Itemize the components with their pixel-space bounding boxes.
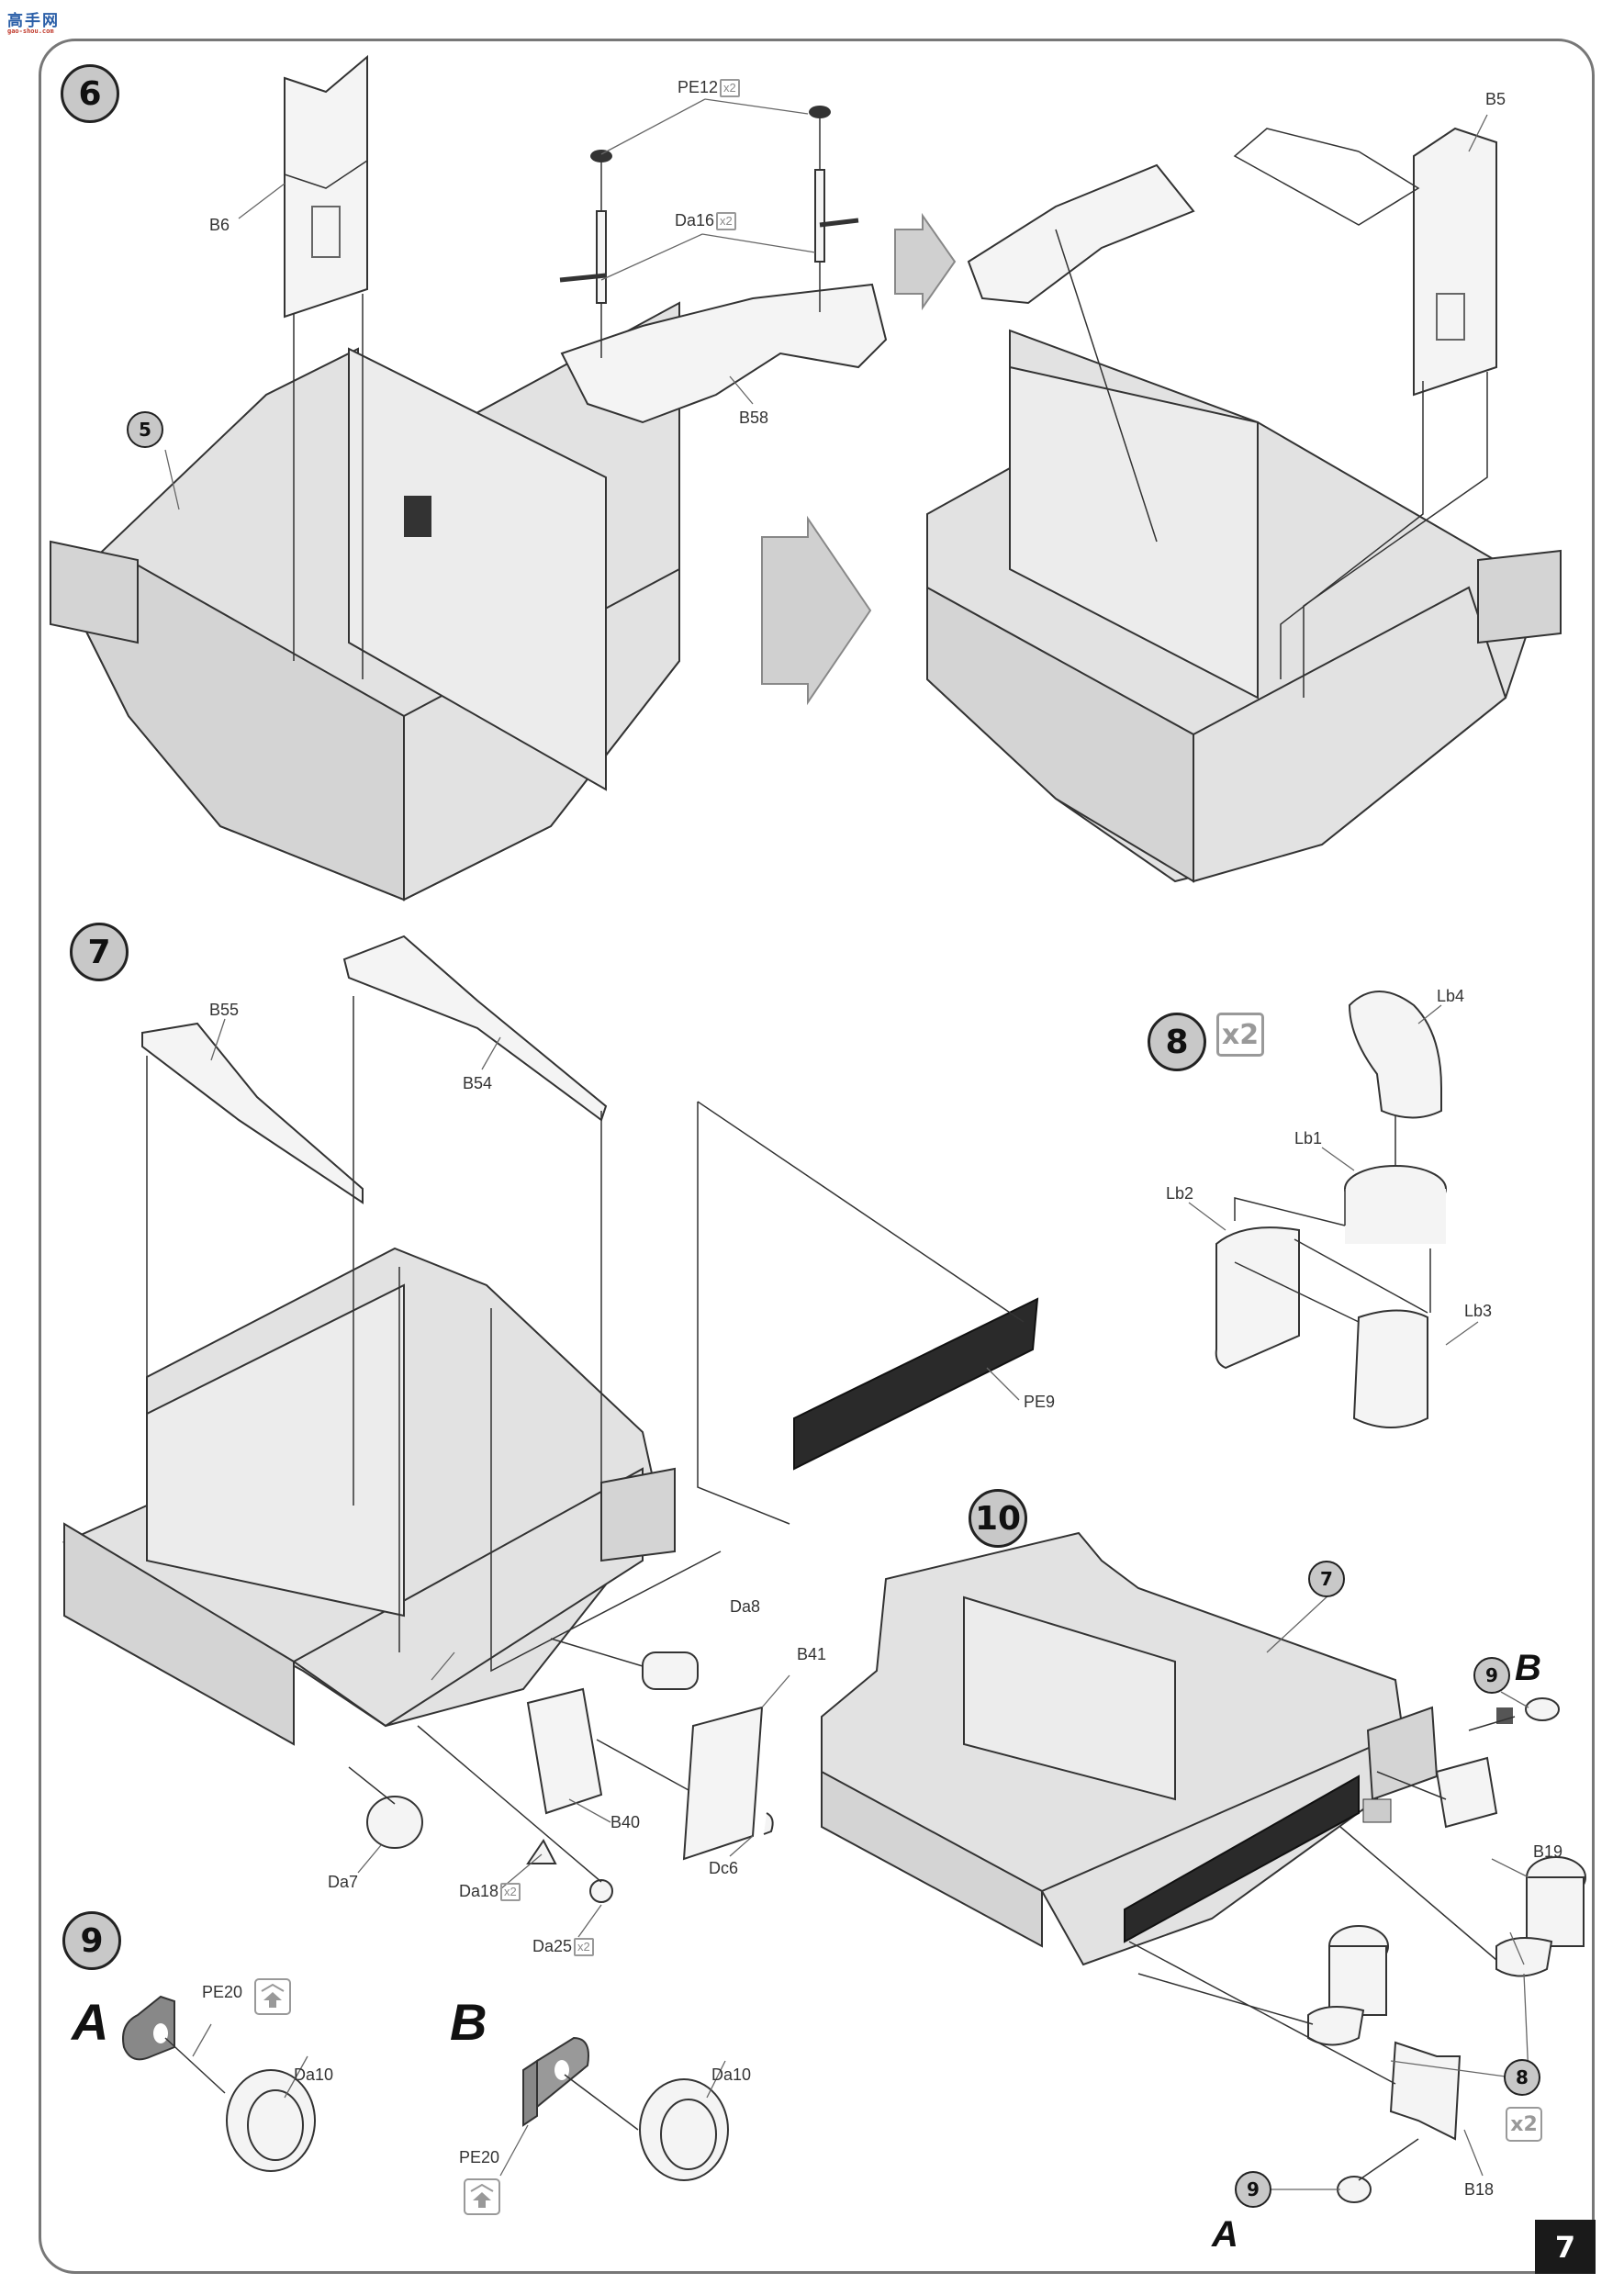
part-label-PE12-text: PE12: [678, 78, 719, 96]
page-number: 7: [1535, 2220, 1596, 2274]
variant-letter-A-ref: A: [1212, 2214, 1238, 2255]
quantity-badge: x2: [574, 1938, 594, 1957]
part-label-PE20-B: PE20: [459, 2148, 500, 2166]
bend-up-icon-glyph: [470, 2183, 494, 2208]
step-reference-5: 5: [127, 411, 163, 448]
step-number-7: 7: [70, 923, 129, 981]
part-label-Lb2: Lb2: [1166, 1184, 1194, 1203]
part-label-Da10-B: Da10: [711, 2066, 752, 2084]
part-label-Da25-text: Da25: [532, 1937, 573, 1955]
part-label-PE9: PE9: [1024, 1393, 1056, 1411]
step-reference-7: 7: [1308, 1561, 1345, 1597]
bend-up-icon: [254, 1978, 291, 2015]
part-label-B54: B54: [463, 1074, 493, 1092]
part-label-Lb4: Lb4: [1437, 987, 1465, 1005]
variant-letter-B: B: [450, 1993, 487, 2051]
step-reference-9a: 9: [1235, 2171, 1271, 2208]
part-label-Da7: Da7: [328, 1873, 359, 1891]
part-label-B19: B19: [1533, 1842, 1563, 1861]
variant-letter-A: A: [72, 1993, 109, 2051]
step7-small-parts: [348, 1638, 774, 1903]
step10-hull: [821, 1531, 1586, 2203]
part-label-B40: B40: [610, 1813, 641, 1831]
quantity-badge: x2: [716, 212, 736, 231]
arrow-large: [761, 515, 872, 706]
step6-hull-left: [50, 294, 680, 901]
part-label-Da8: Da8: [730, 1597, 761, 1616]
part-PE9-mesh: [793, 1297, 1039, 1471]
step-reference-8: 8: [1504, 2059, 1540, 2096]
watermark-chinese: 高手网: [7, 12, 60, 30]
quantity-badge-x2: x2: [1506, 2107, 1542, 2142]
part-label-Lb1: Lb1: [1294, 1129, 1323, 1148]
step-number-6: 6: [61, 64, 119, 123]
arrow-small: [894, 212, 957, 311]
bend-up-icon: [464, 2178, 500, 2215]
variant-letter-B-ref: B: [1515, 1648, 1541, 1688]
step10-mesh: [1124, 1774, 1360, 1943]
quantity-badge-x2: x2: [1216, 1013, 1264, 1057]
part-label-PE20-A: PE20: [202, 1983, 243, 2001]
part-B58: [559, 106, 888, 424]
step-number-10: 10: [969, 1489, 1027, 1548]
watermark-logo: 高手网 gao-shou.com: [7, 7, 64, 35]
part-label-B5: B5: [1485, 90, 1506, 108]
step8-drawing: [1215, 991, 1447, 1428]
step-reference-9b: 9: [1473, 1657, 1510, 1694]
step6-hull-right: [926, 127, 1562, 883]
part-label-B41: B41: [797, 1645, 827, 1663]
step-number-8: 8: [1148, 1013, 1206, 1071]
part-label-Da10-A: Da10: [294, 2066, 334, 2084]
watermark-url: gao-shou.com: [7, 28, 54, 35]
page-frame: [39, 39, 1595, 2274]
part-B6: [284, 54, 368, 319]
part-label-B55: B55: [209, 1001, 240, 1019]
part-label-B58: B58: [739, 409, 769, 427]
part-label-Dc6: Dc6: [709, 1859, 739, 1877]
part-label-Da16-text: Da16: [675, 211, 715, 230]
part-label-B6: B6: [209, 216, 230, 234]
step9-drawing: [122, 1995, 729, 2181]
quantity-badge: x2: [720, 79, 740, 98]
part-label-Da18-text: Da18: [459, 1882, 499, 1900]
part-label-Lb3: Lb3: [1464, 1302, 1493, 1320]
step-number-9: 9: [62, 1911, 121, 1970]
quantity-badge: x2: [500, 1883, 521, 1902]
step7-hull: [62, 935, 1039, 1746]
bend-up-icon-glyph: [261, 1983, 285, 2008]
part-label-B18: B18: [1464, 2180, 1495, 2199]
